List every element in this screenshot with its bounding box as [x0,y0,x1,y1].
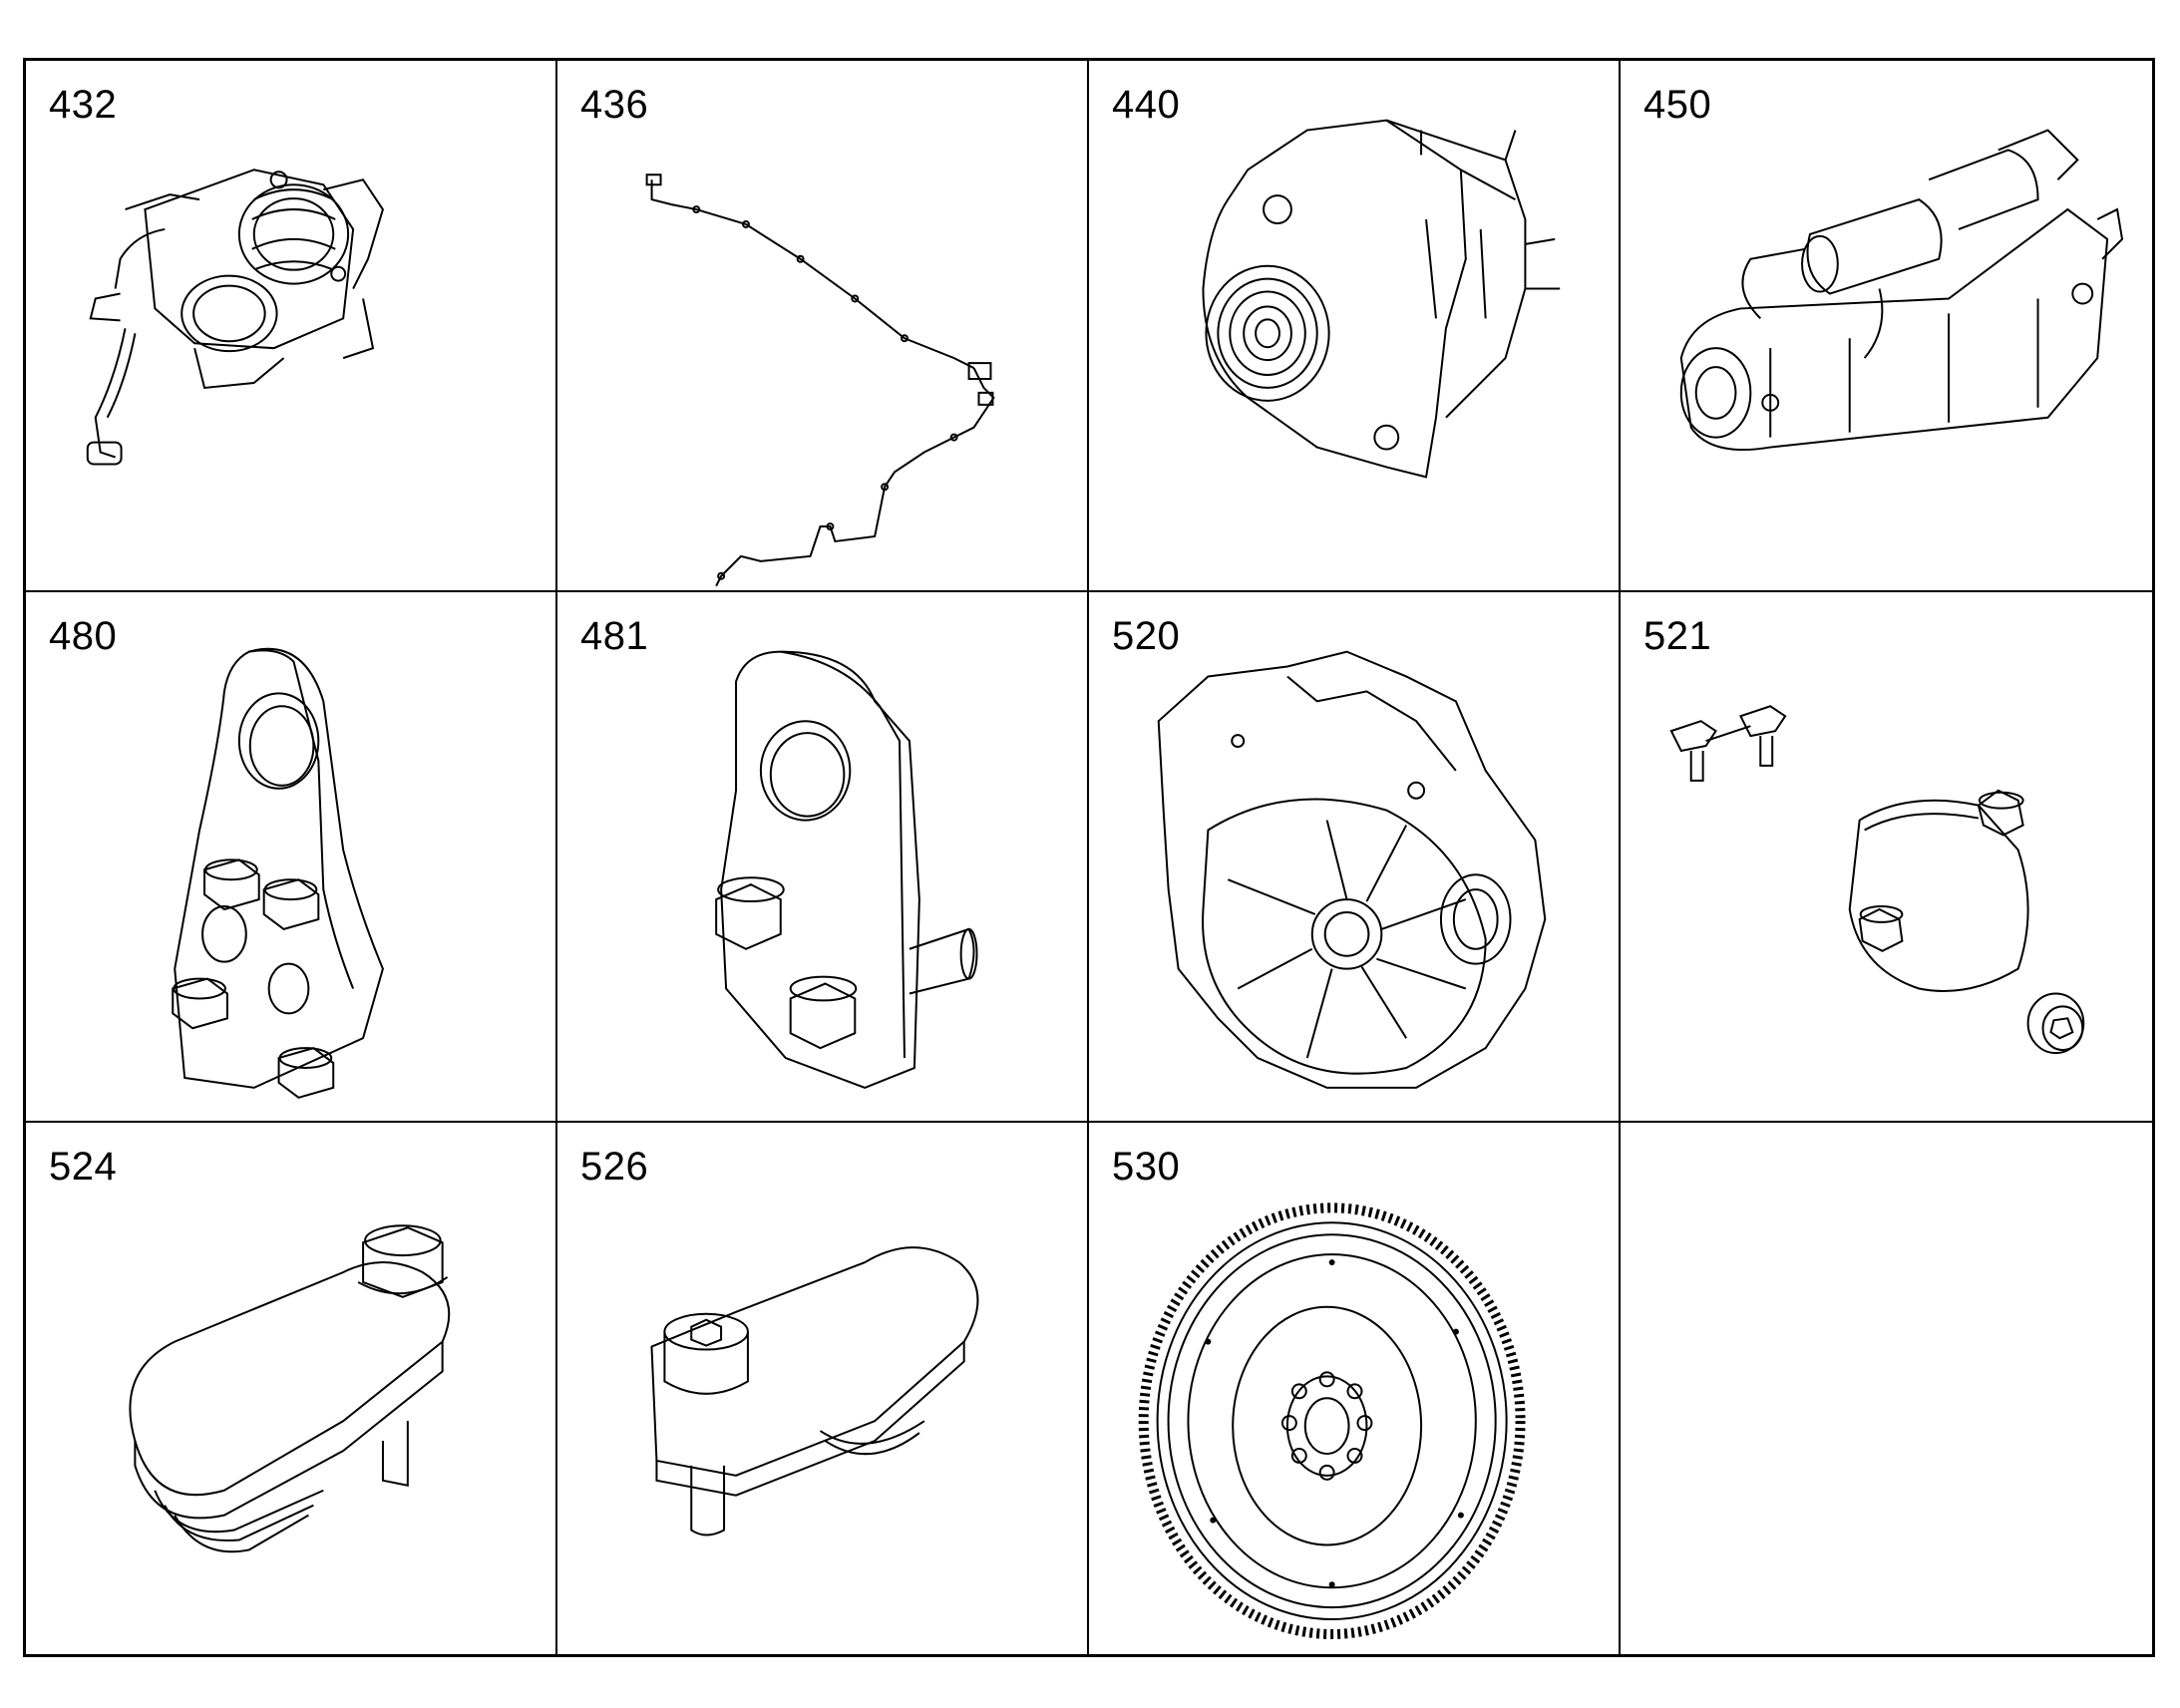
part-cell-481: 481 [557,591,1089,1124]
wiring-harness-icon [557,61,1087,590]
part-cell-480: 480 [26,591,557,1124]
flywheel-housing-icon [1089,592,1619,1122]
part-number: 520 [1112,613,1181,658]
starter-motor-icon [1621,61,2152,590]
part-number: 521 [1643,613,1712,658]
part-number: 450 [1643,83,1712,127]
flywheel-ring-gear-icon [1089,1123,1619,1654]
part-number: 432 [49,83,118,127]
part-number: 481 [580,613,649,658]
part-cell-521: 521 [1621,591,2152,1124]
turbocharger-icon [26,61,555,590]
part-cell-436: 436 [557,61,1089,592]
three-bolt-lifting-bracket-icon [26,592,555,1122]
part-cell-530: 530 [1089,1123,1621,1654]
part-cell-524: 524 [26,1123,557,1654]
sensor-bracket-socket-bolt-icon [557,1123,1087,1654]
cover-plate-bolts-icon [1621,592,2152,1122]
part-number: 530 [1112,1145,1181,1190]
part-number: 526 [580,1145,649,1190]
part-cell-450: 450 [1621,61,2152,592]
parts-grid: 432 436 [23,58,2155,1657]
part-number: 436 [580,83,649,127]
part-number: 440 [1112,83,1181,127]
part-number: 524 [49,1145,118,1190]
part-number: 480 [49,613,118,658]
part-cell-526: 526 [557,1123,1089,1654]
empty-cell [1621,1123,2152,1654]
part-cell-520: 520 [1089,591,1621,1124]
sensor-bracket-hex-bolt-icon [26,1123,555,1654]
alternator-icon [1089,61,1619,590]
part-cell-432: 432 [26,61,557,592]
two-bolt-lifting-bracket-icon [557,592,1087,1122]
part-cell-440: 440 [1089,61,1621,592]
